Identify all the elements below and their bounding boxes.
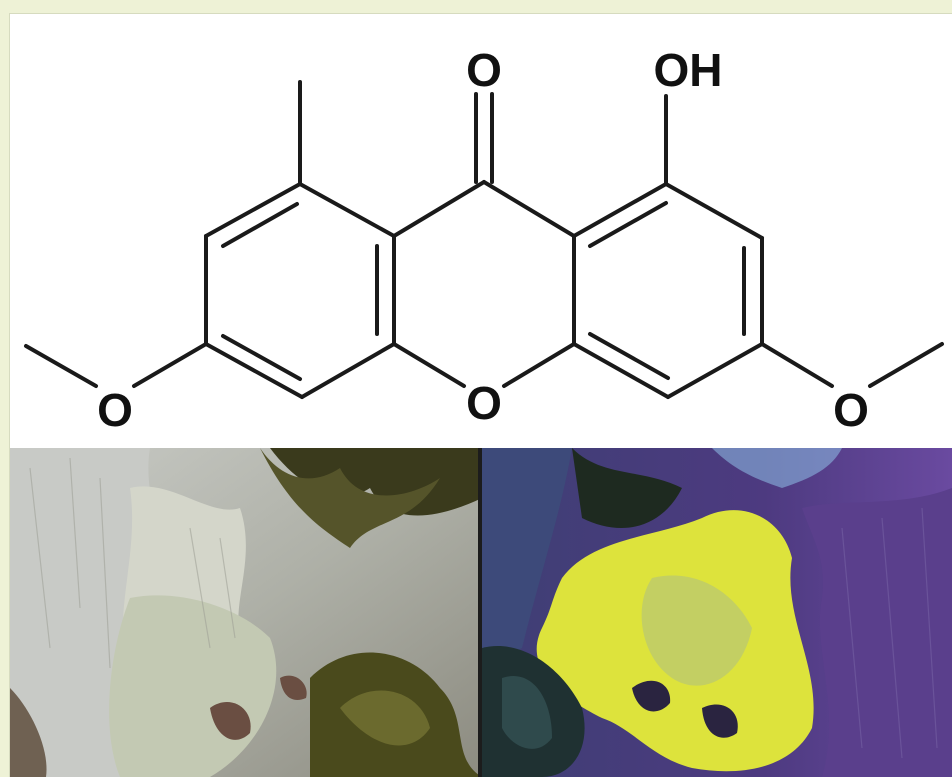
xanthone-structure-svg: O OH O O O — [24, 44, 944, 436]
bonds — [24, 80, 944, 399]
figure-frame: O OH O O O — [10, 14, 952, 777]
methoxy-right-oxygen-label: O — [833, 384, 869, 436]
hydroxyl-label: OH — [654, 44, 723, 96]
daylight-photo-illustration — [10, 448, 482, 777]
carbonyl-oxygen-label: O — [466, 44, 502, 96]
lichen-daylight-photo — [10, 448, 482, 777]
chemical-structure-diagram: O OH O O O — [10, 14, 952, 448]
lichen-photo-strip — [10, 448, 952, 777]
methoxy-left-oxygen-label: O — [97, 384, 133, 436]
lichen-uv-fluorescence-photo — [482, 448, 952, 777]
ring-oxygen-label: O — [466, 377, 502, 429]
uv-photo-illustration — [482, 448, 952, 777]
